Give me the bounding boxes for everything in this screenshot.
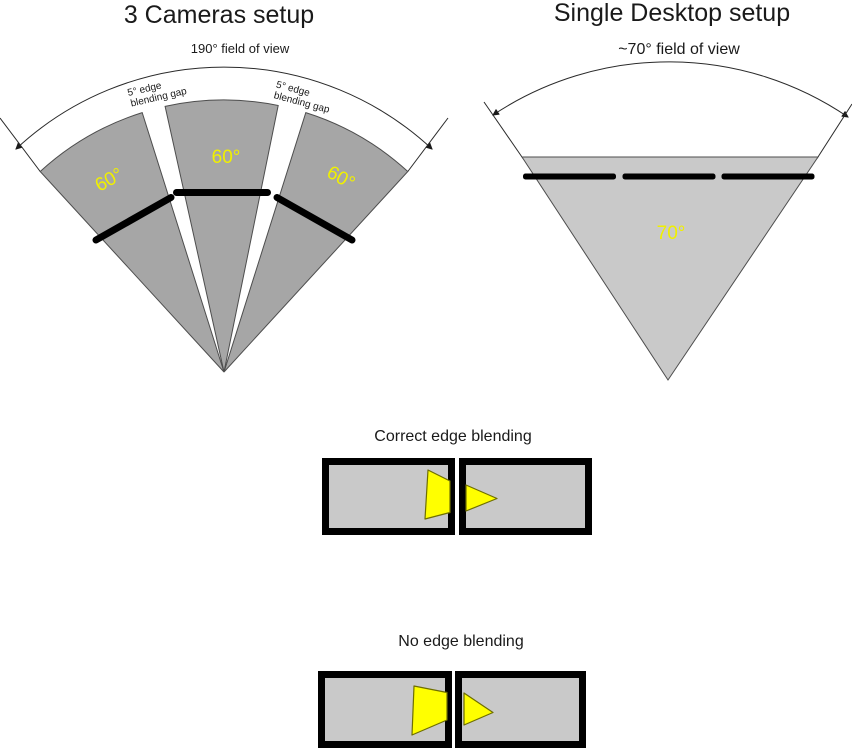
desktop-screen-bar-right	[721, 173, 815, 180]
fov-arc-190	[15, 66, 433, 150]
monitor-none-right	[455, 671, 586, 748]
fov-boundary-line-left	[0, 117, 41, 172]
fov-boundary-line-right	[407, 117, 449, 172]
arrow-tip-none	[463, 692, 494, 726]
camera-wedge-center	[164, 99, 279, 373]
correct-edge-blending-title: Correct edge blending	[374, 428, 531, 445]
camera-wedge-left	[39, 111, 225, 373]
correct-edge-blending-section: Correct edge blending	[322, 428, 592, 535]
desktop-fov-line-right	[816, 103, 852, 159]
wedge-angle-label-center: 60°	[212, 147, 241, 168]
no-edge-blending-section: No edge blending	[318, 633, 586, 748]
screen-bar-right	[273, 194, 356, 244]
arrow-body-none	[411, 685, 448, 736]
desktop-fov-cone	[521, 156, 819, 381]
gap-label-right: 5° edge blending gap	[272, 80, 331, 116]
single-desktop-title: Single Desktop setup	[554, 0, 790, 27]
desktop-fov-line-left	[483, 101, 524, 159]
three-cameras-diagram: 3 Cameras setup 190° field of view 60° 6…	[0, 1, 449, 373]
camera-wedge-right	[223, 111, 409, 373]
single-desktop-fov-label: ~70° field of view	[618, 41, 740, 58]
single-desktop-diagram: Single Desktop setup ~70° field of view …	[483, 0, 852, 381]
screen-bar-left	[92, 194, 175, 244]
desktop-screen-bar-center	[622, 173, 716, 180]
no-edge-blending-title: No edge blending	[398, 633, 523, 650]
fov-arc-70	[492, 61, 849, 118]
three-cameras-title: 3 Cameras setup	[124, 1, 314, 29]
arrow-tip-correct	[465, 484, 498, 512]
desktop-angle-label: 70°	[657, 223, 686, 244]
three-cameras-fov-label: 190° field of view	[191, 41, 290, 56]
desktop-screen-bar-left	[523, 173, 616, 180]
arrow-body-correct	[424, 469, 451, 520]
